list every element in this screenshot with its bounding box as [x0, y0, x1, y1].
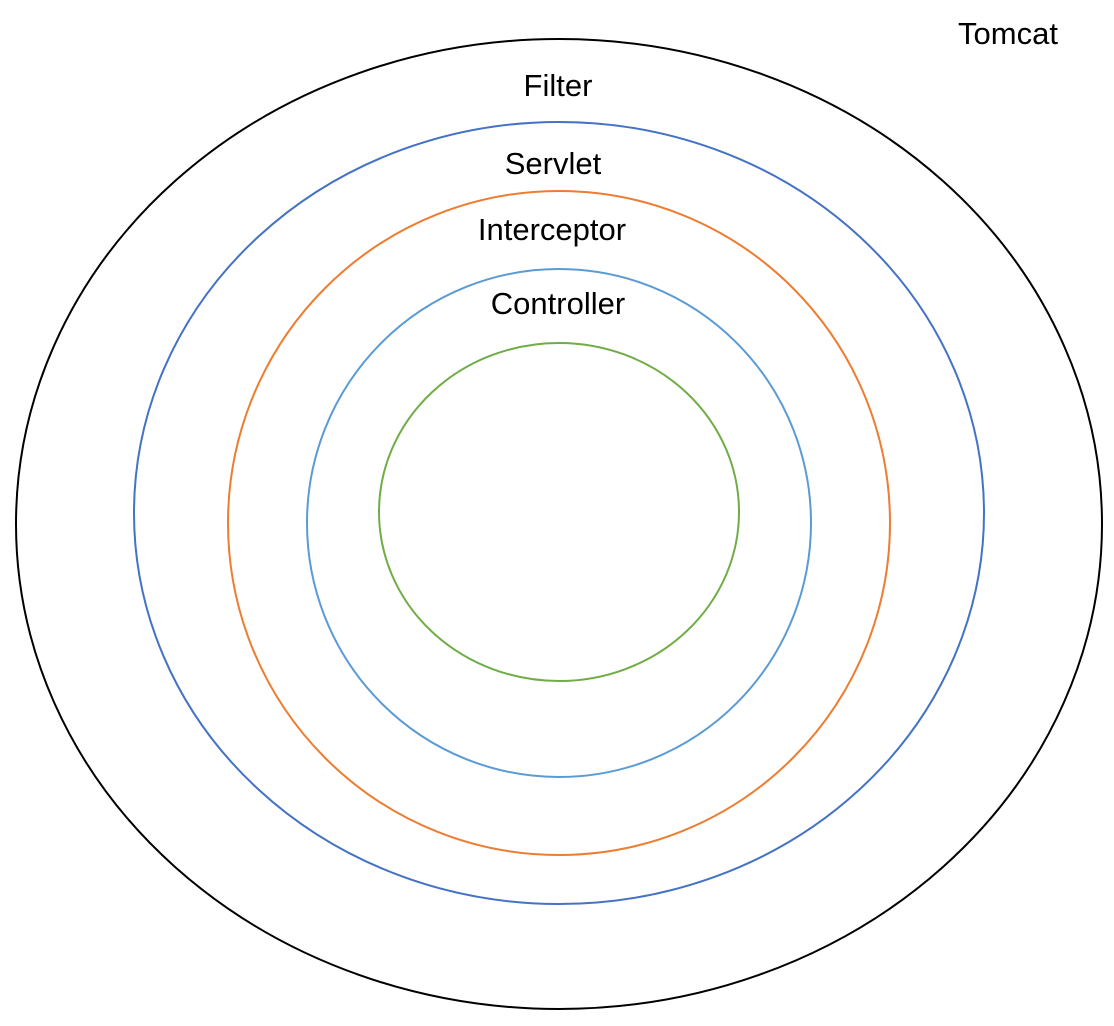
filter-boundary [133, 121, 985, 905]
interceptor-label: Interceptor [478, 212, 626, 247]
servlet-boundary [227, 190, 891, 856]
filter-label: Filter [524, 68, 593, 103]
tomcat-boundary [15, 38, 1103, 1010]
controller-label: Controller [491, 286, 625, 321]
tomcat-label: Tomcat [958, 16, 1058, 51]
controller-boundary [378, 342, 740, 682]
interceptor-boundary [306, 268, 812, 778]
servlet-label: Servlet [505, 146, 602, 181]
